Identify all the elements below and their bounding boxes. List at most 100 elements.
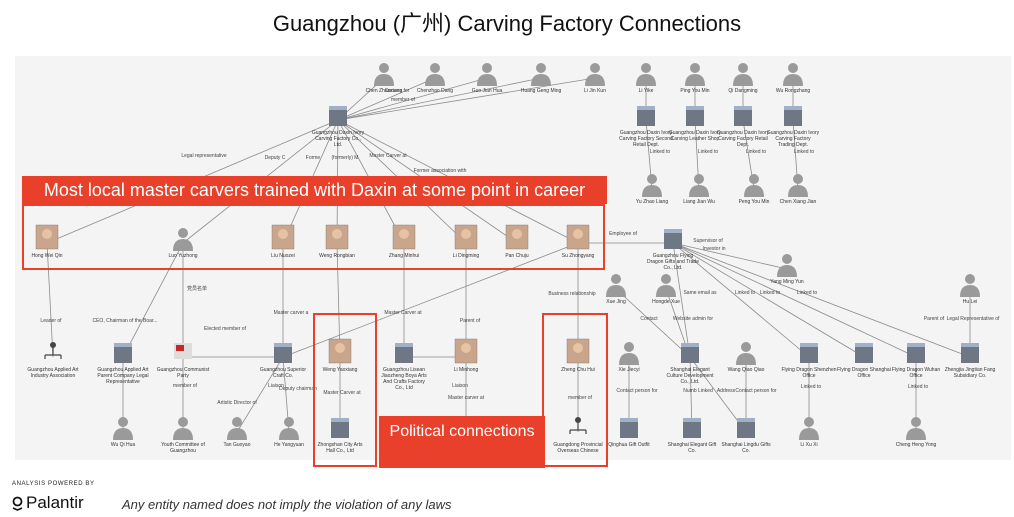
building-roof-icon bbox=[114, 343, 132, 347]
edge-label: Linked to bbox=[797, 290, 818, 296]
graph-node-building[interactable]: Qinghua Gift Outfit bbox=[608, 418, 650, 448]
portrait-face bbox=[573, 343, 583, 353]
graph-node-person[interactable]: Wu Qi Hua bbox=[111, 417, 136, 448]
person-body-icon bbox=[642, 185, 662, 197]
person-body-icon bbox=[689, 185, 709, 197]
node-label: Li Jin Kun bbox=[584, 88, 606, 94]
building-roof-icon bbox=[664, 229, 682, 233]
node-label: Wu Rongzhang bbox=[776, 88, 811, 94]
building-icon bbox=[395, 343, 413, 363]
building-roof-icon bbox=[681, 343, 699, 347]
graph-node-person[interactable]: Chen Zhanxiang bbox=[366, 63, 403, 94]
edge-label: Parent of bbox=[460, 318, 481, 324]
portrait-face bbox=[461, 343, 471, 353]
person-body-icon bbox=[685, 74, 705, 86]
graph-node-person[interactable]: Huang Geng Ming bbox=[521, 63, 562, 94]
building-roof-icon bbox=[620, 418, 638, 422]
graph-node-photo[interactable]: Weng Rongbian bbox=[319, 224, 355, 259]
graph-node-person[interactable]: Xie Jiecyi bbox=[618, 342, 640, 373]
building-roof-icon bbox=[686, 106, 704, 110]
graph-node-person[interactable]: Peng You Min bbox=[739, 174, 770, 205]
graph-node-person[interactable]: Qi Dangming bbox=[728, 63, 758, 94]
graph-node-person[interactable]: Guo Jian Hua bbox=[472, 63, 503, 94]
graph-node-person[interactable]: Xue Jing bbox=[606, 274, 626, 305]
building-icon bbox=[274, 343, 292, 363]
graph-node-photo[interactable]: Zhang Minhui bbox=[389, 224, 419, 259]
edge-line bbox=[672, 242, 971, 358]
edge-label: Contact person for bbox=[616, 388, 657, 394]
node-label: Luo Yuzhong bbox=[168, 253, 197, 259]
graph-node-person[interactable]: Li Xu Xi bbox=[799, 417, 819, 448]
powered-by-label: ANALYSIS POWERED BY bbox=[12, 481, 95, 487]
graph-node-photo[interactable]: Li Minhong bbox=[454, 338, 479, 373]
graph-node-person[interactable]: He Yangyuan bbox=[274, 417, 304, 448]
node-label: Liang Jian Wu bbox=[683, 199, 715, 205]
building-icon bbox=[329, 106, 347, 126]
graph-node-photo[interactable]: Pan Chuju bbox=[505, 224, 529, 259]
node-label: Co., Ltd. bbox=[681, 379, 700, 385]
edge-label: Linked to bbox=[735, 290, 756, 296]
graph-node-person[interactable]: Hu Lei bbox=[960, 274, 980, 305]
graph-node-photo[interactable]: Zheng Chu Hui bbox=[561, 338, 595, 373]
graph-node-person[interactable]: Li Jin Kun bbox=[584, 63, 606, 94]
graph-node-person[interactable]: Chenzhao Dang bbox=[417, 63, 453, 94]
building-roof-icon bbox=[907, 343, 925, 347]
graph-node-person[interactable]: Liang Jian Wu bbox=[683, 174, 715, 205]
graph-node-person[interactable]: Wang Qiao Qiao bbox=[728, 342, 765, 373]
graph-node-person[interactable]: Yu Zhao Liang bbox=[636, 174, 668, 205]
person-body-icon bbox=[744, 185, 764, 197]
graph-node-person[interactable]: Li Yike bbox=[636, 63, 656, 94]
node-label: Liu Nuozei bbox=[271, 253, 295, 259]
graph-node-person[interactable]: Tan Guoyao bbox=[224, 417, 251, 448]
graph-node-photo[interactable]: Weng Yaoxiang bbox=[323, 338, 358, 373]
edge-label: Contact bbox=[640, 316, 658, 322]
node-label: Li Xu Xi bbox=[800, 442, 817, 448]
graph-node-person[interactable]: Cheng Heng Yong bbox=[896, 417, 937, 448]
edge-label: Carvers for bbox=[385, 88, 410, 94]
node-label: Shanghai Lingdu Gifts bbox=[721, 442, 771, 448]
edge-label: Linked to bbox=[908, 384, 929, 390]
graph-node-photo[interactable]: Su Zhongyang bbox=[562, 224, 595, 259]
portrait-face bbox=[335, 343, 345, 353]
node-label: Li Minhong bbox=[454, 367, 479, 373]
graph-node-person[interactable]: Yang Ming Yun bbox=[770, 254, 804, 285]
person-icon bbox=[284, 417, 294, 427]
graph-node-person[interactable]: Hongde Xue bbox=[652, 274, 680, 305]
graph-node-person[interactable]: Wu Rongzhang bbox=[776, 63, 811, 94]
graph-node-photo[interactable]: Li Dingming bbox=[453, 224, 480, 259]
graph-node-person[interactable]: Ping You Min bbox=[680, 63, 710, 94]
node-label: And Crafts Factory bbox=[383, 379, 425, 385]
edge-label: Master Carver at bbox=[384, 310, 422, 316]
edge-label: Linked to bbox=[698, 149, 719, 155]
graph-node-person[interactable]: Luo Yuzhong bbox=[168, 228, 198, 259]
graph-node-photo[interactable]: Liu Nuozei bbox=[271, 224, 295, 259]
building-icon bbox=[907, 343, 925, 363]
graph-node-person[interactable]: Chen Xiang Jian bbox=[780, 174, 817, 205]
node-label: Co., Ltd bbox=[395, 385, 413, 391]
edge-line bbox=[337, 77, 542, 121]
graph-node-photo[interactable]: Hong Wei Qin bbox=[31, 224, 63, 259]
